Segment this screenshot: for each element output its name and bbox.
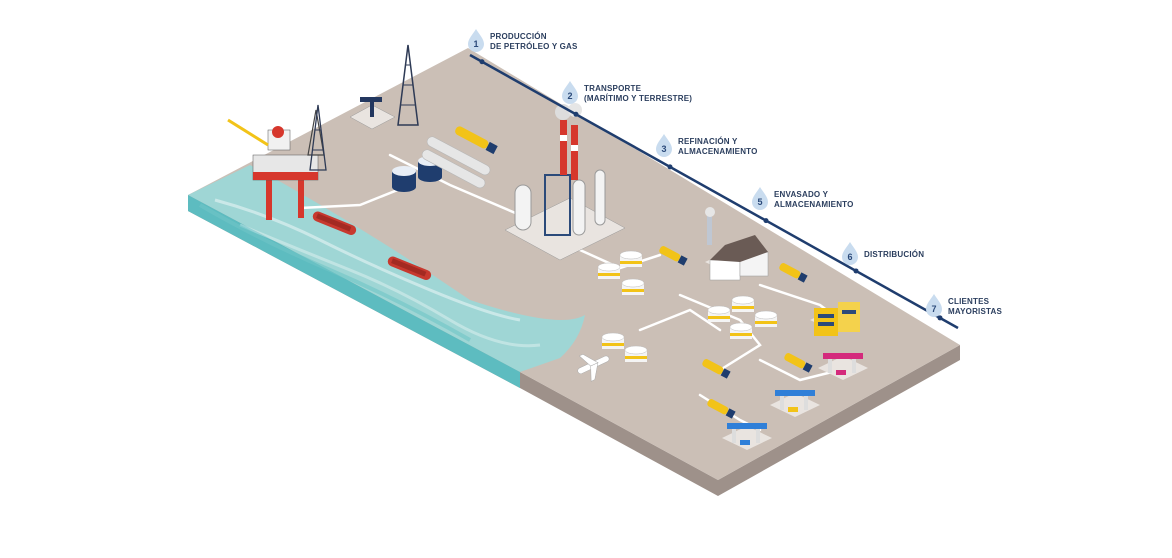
- pipeline: [298, 183, 412, 210]
- storage-tank-icon: [707, 305, 731, 322]
- drop-icon: [752, 187, 768, 210]
- step-number: 7: [931, 304, 936, 314]
- step-label: (MARÍTIMO Y TERRESTRE): [584, 94, 692, 103]
- storage-tank-icon: [731, 295, 755, 312]
- timeline-node: [573, 111, 579, 117]
- drop-icon: [842, 242, 858, 265]
- storage-tank-icon: [754, 310, 778, 327]
- fuel-truck-icon: [779, 263, 808, 283]
- step-label: PRODUCCIÓN: [490, 32, 547, 41]
- step-label: ENVASADO Y: [774, 190, 829, 199]
- step-number: 1: [473, 39, 478, 49]
- storage-tank-icon: [392, 166, 416, 192]
- derrick-icon: [309, 104, 327, 171]
- oil-tanker-icon: [312, 211, 357, 235]
- fuel-truck-icon: [455, 126, 498, 155]
- storage-tank-icon: [601, 332, 625, 349]
- airplane-icon: [577, 353, 610, 382]
- oil-tanker-icon: [387, 256, 432, 280]
- pipeline: [758, 358, 842, 382]
- ground-top-face: [188, 48, 960, 480]
- sea: [188, 165, 585, 388]
- step-number: 3: [661, 144, 666, 154]
- timeline-line: [469, 53, 959, 330]
- bottling-plant-icon: [705, 207, 769, 281]
- timeline-node: [667, 164, 673, 170]
- step-number: 5: [757, 197, 762, 207]
- sea-top: [188, 165, 585, 372]
- wholesale-building-icon: [810, 302, 860, 336]
- step-label: ALMACENAMIENTO: [678, 147, 758, 156]
- step-label: CLIENTES: [948, 297, 990, 306]
- wave-line: [198, 203, 471, 342]
- land-platform: [188, 48, 960, 496]
- drop-icon: [468, 29, 484, 52]
- wave-line: [239, 223, 541, 348]
- pipeline: [638, 308, 722, 332]
- fuel-truck-icon: [702, 359, 731, 379]
- step-label: MAYORISTAS: [948, 307, 1002, 316]
- storage-tank-icon: [729, 322, 753, 339]
- offshore-rig-icon: [227, 109, 325, 220]
- timeline-node: [937, 315, 943, 321]
- pipeline: [388, 153, 522, 217]
- step-label: DE PETRÓLEO Y GAS: [490, 42, 578, 51]
- storage-tank-icon: [624, 345, 648, 362]
- storage-tank-icon: [619, 250, 643, 267]
- derrick-icon: [397, 44, 419, 126]
- step-number: 6: [847, 252, 852, 262]
- fuel-truck-icon: [784, 353, 813, 373]
- fuel-truck-icon: [707, 399, 736, 419]
- step-number: 2: [567, 91, 572, 101]
- step-label: REFINACIÓN Y: [678, 137, 738, 146]
- step-label: DISTRIBUCIÓN: [864, 250, 924, 259]
- storage-tank-icon: [621, 278, 645, 295]
- timeline-node: [853, 268, 859, 274]
- refinery-icon: [504, 103, 626, 261]
- tank-farm: [597, 250, 778, 362]
- gas-station-icon: [770, 390, 820, 417]
- step-label: ALMACENAMIENTO: [774, 200, 854, 209]
- storage-tank-icon: [597, 262, 621, 279]
- fuel-truck-icon: [659, 246, 688, 266]
- gas-station-icon: [818, 353, 868, 380]
- drop-icon: [656, 134, 672, 157]
- timeline-step-6: 6 DISTRIBUCIÓN: [842, 242, 924, 274]
- timeline-node: [479, 59, 485, 65]
- gas-station-icon: [722, 423, 772, 450]
- drop-icon: [926, 294, 942, 317]
- timeline-step-2: 2 TRANSPORTE(MARÍTIMO Y TERRESTRE): [562, 81, 692, 117]
- step-label: TRANSPORTE: [584, 84, 642, 93]
- pumpjack-icon: [349, 97, 396, 130]
- timeline-node: [763, 218, 769, 224]
- drop-icon: [562, 81, 578, 104]
- pipe-rack: [421, 136, 491, 189]
